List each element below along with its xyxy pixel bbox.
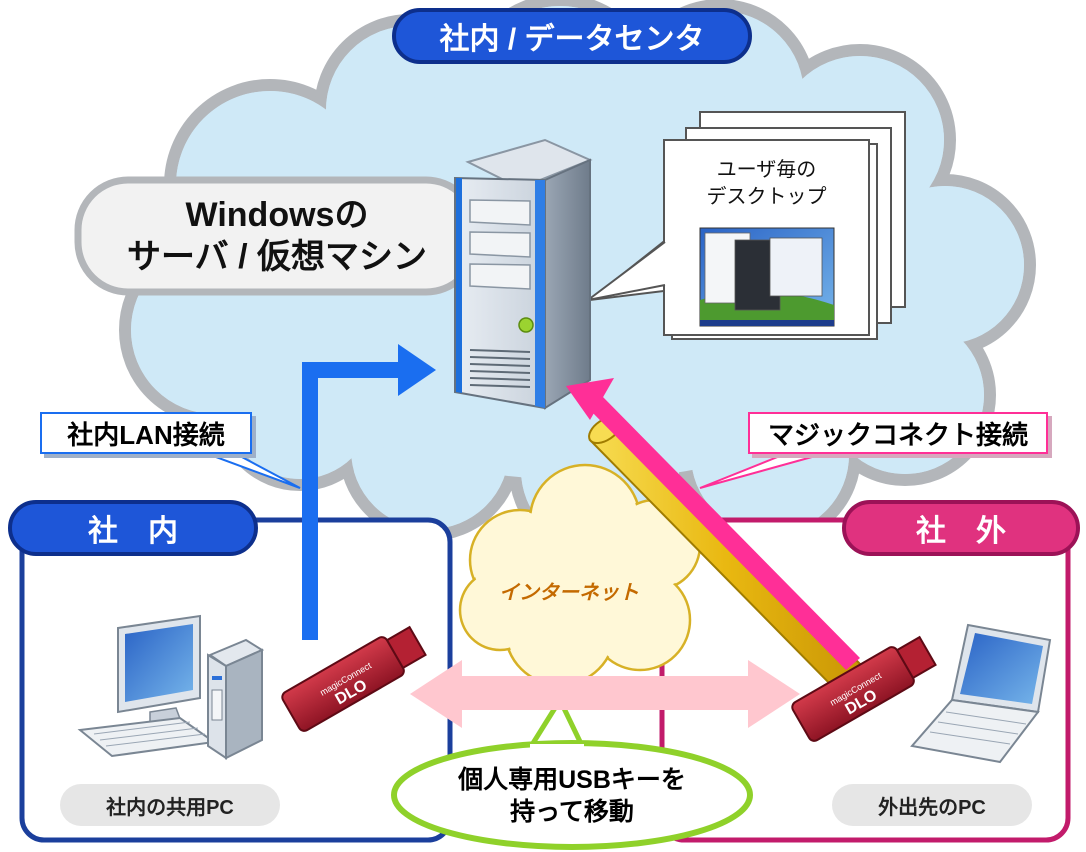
outside-zone-title: 社 外 [842, 500, 1080, 556]
usb-key-outside: magicConnect DLO [791, 635, 937, 742]
server-label: Windowsの サーバ / 仮想マシン [84, 186, 470, 286]
inside-zone-title: 社 内 [8, 500, 258, 556]
server-label-line2: サーバ / 仮想マシン [127, 238, 427, 276]
usb-bubble-shape [391, 740, 753, 850]
usb-bubble-line1: 個人専用USBキーを [458, 765, 686, 794]
usb-bubble-line2: 持って移動 [510, 798, 634, 826]
laptop-icon [910, 623, 1052, 764]
move-double-arrow [410, 660, 800, 728]
desktop-note: ユーザ毎の デスクトップ [664, 150, 869, 218]
desktop-note-line1: ユーザ毎の [716, 159, 817, 181]
internet-label: インターネット [499, 581, 639, 604]
lan-callout: 社内LAN接続 [40, 412, 252, 454]
desktop-pages [586, 111, 906, 340]
inside-caption: 社内の共用PC [60, 784, 280, 826]
server-tower-icon [454, 138, 593, 410]
desktop-note-line2: デスクトップ [706, 186, 827, 208]
lan-arrow [302, 344, 436, 640]
usb-bubble-label: 個人専用USBキーを 持って移動 [400, 758, 744, 834]
datacenter-title: 社内 / データセンタ [392, 8, 752, 64]
desktop-pc-icon [77, 614, 265, 760]
outside-caption: 外出先のPC [832, 784, 1032, 826]
server-label-line1: Windowsの [185, 195, 369, 234]
magic-arrow [566, 378, 860, 670]
magic-callout: マジックコネクト接続 [748, 412, 1048, 454]
